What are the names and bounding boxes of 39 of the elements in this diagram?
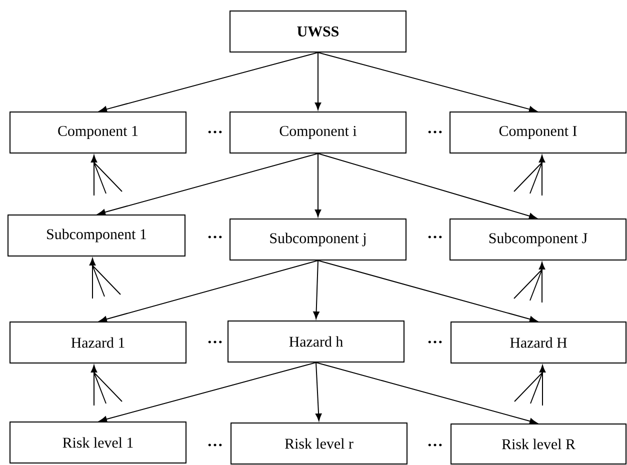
arrow [314,52,322,110]
process-box: Risk level R [450,424,626,464]
arrow [314,153,322,218]
ellipsis: … [428,444,442,446]
process-box: Component i [230,112,406,154]
process-box: Subcomponent J [450,218,626,260]
ellipsis: … [428,236,442,238]
process-box: Subcomponent 1 [8,214,186,256]
ellipsis: … [428,340,442,344]
process-box: Hazard 1 [10,322,186,364]
process-box: Hazard H [450,322,626,364]
arrow [318,260,538,322]
ellipsis: … [428,130,442,134]
ellipsis: … [208,444,222,446]
process-box: Hazard h [228,320,404,362]
arrow [90,364,98,406]
arrow [99,52,318,112]
arrow [98,153,318,216]
arrow [99,362,316,422]
ellipsis: … [208,130,222,134]
process-box: Component I [450,112,626,154]
process-box: Risk level 1 [10,422,186,464]
arrow [318,153,537,220]
arrow [316,362,538,424]
process-box: UWSS [230,10,406,52]
process-box: Subcomponent j [230,218,406,260]
arrow [538,154,546,196]
ellipsis: … [208,340,222,344]
arrow [99,260,318,322]
arrow [89,258,96,299]
arrow [315,362,322,422]
arrow [318,52,537,112]
arrow [539,364,546,406]
ellipsis: … [208,236,222,238]
arrow [313,260,320,320]
arrow [90,154,98,196]
process-box: Risk level r [230,422,408,464]
arrow [538,262,546,303]
process-box: Component 1 [10,112,186,154]
